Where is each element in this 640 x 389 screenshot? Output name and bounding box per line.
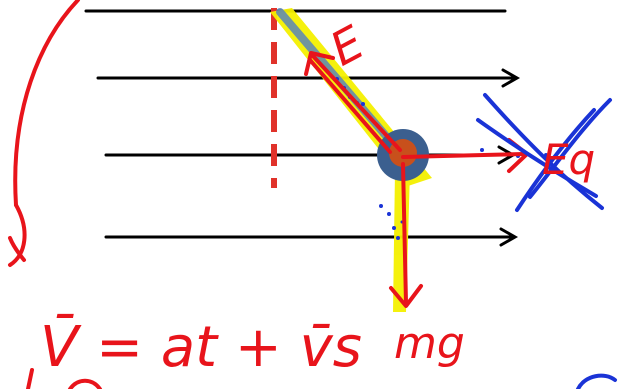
electric-force-label: Eq [542, 135, 595, 184]
blue-cross-out [476, 93, 612, 212]
curved-arrow-left [8, 0, 80, 267]
velocity-equation: V̄ = at + v̄s [40, 315, 362, 380]
blue-scribble-corner [576, 373, 617, 389]
tension-vector [304, 51, 402, 154]
field-line-4-arrowhead [499, 227, 519, 247]
field-line-2-arrowhead [501, 68, 521, 88]
cut-off-scribbles [26, 368, 102, 389]
gravity-label: mg [394, 318, 465, 369]
gravity-vector [389, 162, 423, 308]
